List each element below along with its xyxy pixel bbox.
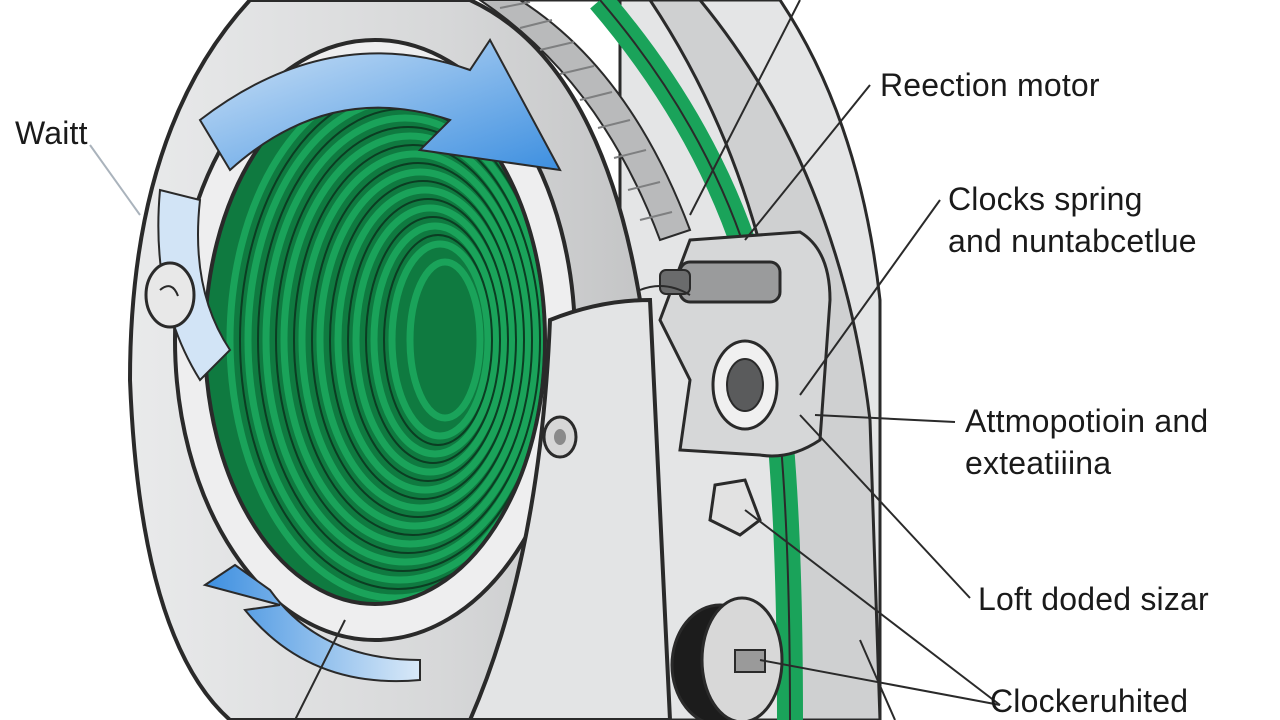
leader-bottom-left xyxy=(294,619,346,720)
clip-bracket xyxy=(708,478,762,537)
leader-attmopotioin xyxy=(814,414,956,423)
bottom-rotation-arrow xyxy=(202,563,421,683)
leader-bottom-right xyxy=(859,639,896,720)
leader-lines xyxy=(89,0,1001,720)
label-attmopotioin: Attmopotioin and exteatiiina xyxy=(965,400,1208,484)
leader-clocks-spring xyxy=(799,199,941,396)
label-attmopotioin-line2: exteatiiina xyxy=(965,445,1112,481)
label-clockeruhited: Clockeruhited xyxy=(990,683,1189,719)
leader-wait xyxy=(89,144,141,216)
label-clocks-spring: Clocks spring and nuntabcetlue xyxy=(948,178,1197,262)
left-screw xyxy=(144,261,196,329)
front-cover-plate xyxy=(467,297,673,720)
leader-clockeruhited-a xyxy=(744,509,1001,706)
label-clocks-spring-line2: and nuntabcetlue xyxy=(948,223,1197,259)
label-attmopotioin-line1: Attmopotioin and xyxy=(965,403,1209,439)
label-reection-motor: Reection motor xyxy=(880,67,1100,103)
rib-lines xyxy=(499,1,673,221)
label-loft-doded: Loft doded sizar xyxy=(978,581,1209,617)
top-rotation-arrow xyxy=(198,38,562,172)
leader-clockeruhited-b xyxy=(759,659,1001,706)
leader-loft-doded xyxy=(799,414,971,599)
ribbed-band xyxy=(478,0,692,242)
center-screw xyxy=(542,415,578,459)
leader-reection-motor xyxy=(744,84,871,241)
leader-top xyxy=(689,0,801,216)
label-wait: Waitt xyxy=(15,115,88,151)
side-shell xyxy=(648,0,882,720)
label-clocks-spring-line1: Clocks spring xyxy=(948,181,1143,217)
motor-assembly xyxy=(639,230,832,458)
lower-roller xyxy=(670,596,784,720)
